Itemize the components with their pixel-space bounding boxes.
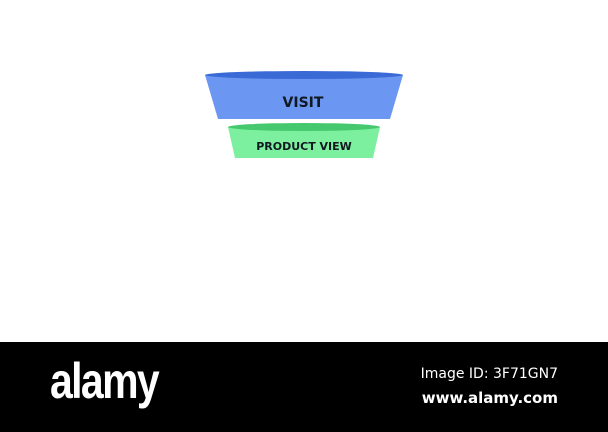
funnel-diagram: VISIT PRODUCT VIEW	[205, 71, 403, 158]
funnel-stage-visit: VISIT	[205, 71, 403, 119]
funnel-stage-product-view: PRODUCT VIEW	[228, 123, 380, 158]
funnel-stage-visit-rim	[205, 71, 403, 79]
funnel-stage-product-view-rim	[228, 123, 380, 131]
watermark-bar: alamy Image ID: 3F71GN7 www.alamy.com	[0, 342, 608, 432]
funnel-stage-product-view-label: PRODUCT VIEW	[256, 140, 352, 153]
image-id-text: Image ID: 3F71GN7	[420, 366, 558, 382]
funnel-stage-product-view-body	[228, 127, 380, 158]
site-url-link[interactable]: www.alamy.com	[421, 389, 558, 407]
diagram-canvas: VISIT PRODUCT VIEW	[205, 71, 403, 158]
brand-logo: alamy	[50, 353, 160, 409]
funnel-stage-visit-label: VISIT	[283, 95, 324, 111]
funnel-stage-visit-body	[205, 75, 403, 119]
